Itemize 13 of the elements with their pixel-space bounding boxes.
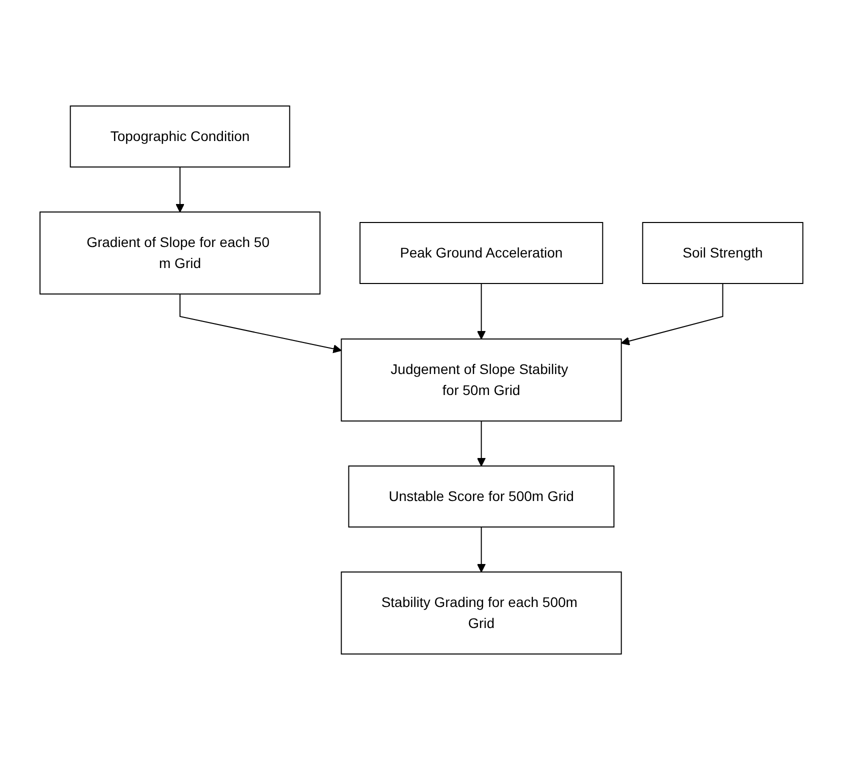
arrow	[476, 283, 486, 340]
node-box: Topographic Condition	[69, 106, 290, 168]
arrow	[476, 526, 486, 572]
node-box: Judgement of Slope Stability for 50m Grid	[340, 338, 622, 422]
node-box: Unstable Score for 500m Grid	[348, 466, 614, 528]
node-box: Gradient of Slope for each 50 m Grid	[39, 212, 320, 294]
arrow	[179, 294, 342, 354]
arrow	[175, 166, 184, 212]
node-box: Soil Strength	[642, 222, 803, 284]
node-box: Stability Grading for each 500m Grid	[340, 572, 622, 654]
node-box: Peak Ground Acceleration	[359, 222, 603, 284]
arrow	[620, 283, 723, 346]
arrow	[476, 420, 486, 466]
